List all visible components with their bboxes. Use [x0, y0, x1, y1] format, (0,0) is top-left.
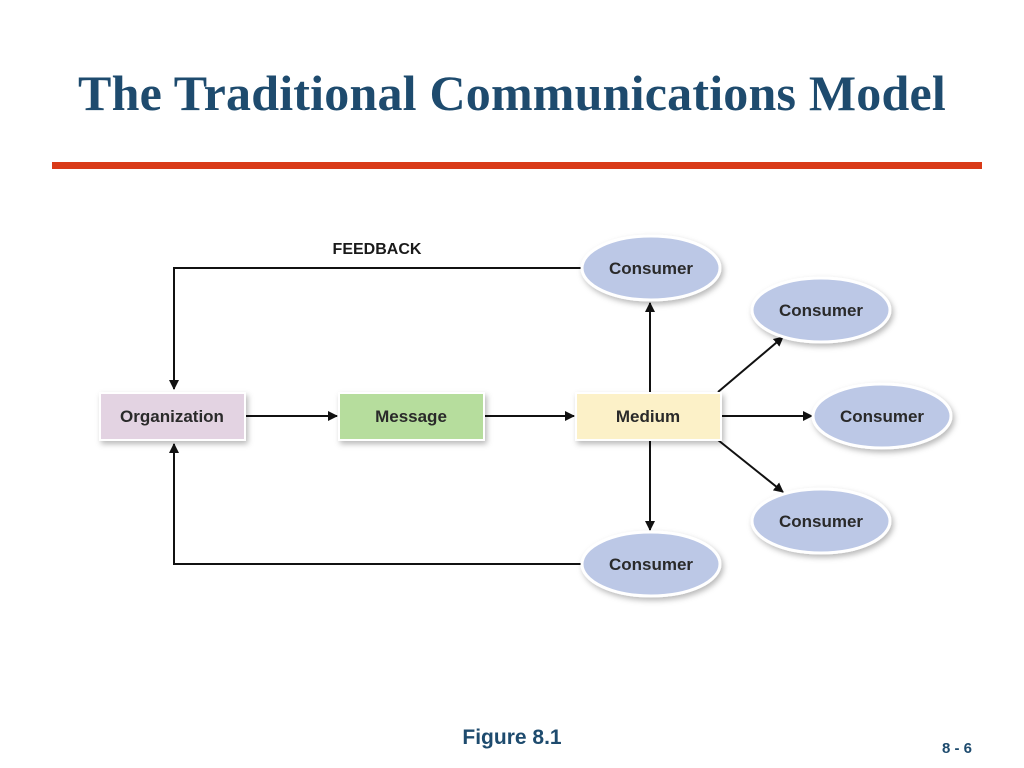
consumer-label: Consumer	[779, 512, 863, 531]
consumer-label: Consumer	[779, 301, 863, 320]
consumer-label: Consumer	[840, 407, 924, 426]
organization-node: Organization	[99, 392, 246, 441]
consumer-node-lower-right: Consumer	[750, 487, 892, 555]
consumer-label: Consumer	[609, 259, 693, 278]
feedback-label: FEEDBACK	[333, 241, 422, 258]
consumer-node-upper-right: Consumer	[750, 276, 892, 344]
arrow-medium-to-consumer-lower-right	[717, 439, 784, 493]
figure-caption: Figure 8.1	[462, 726, 562, 749]
medium-label: Medium	[616, 407, 680, 426]
consumer-node-top: Consumer	[580, 234, 722, 302]
consumer-node-right: Consumer	[811, 382, 953, 450]
message-label: Message	[375, 407, 447, 426]
consumer-label: Consumer	[609, 555, 693, 574]
page-number: 8 - 6	[941, 740, 972, 757]
medium-node: Medium	[575, 392, 722, 441]
consumer-node-bottom: Consumer	[580, 530, 722, 598]
message-node: Message	[338, 392, 485, 441]
title-rule	[52, 162, 982, 169]
feedback-path-bottom	[169, 443, 582, 565]
slide-title: The Traditional Communications Model	[78, 65, 946, 121]
organization-label: Organization	[120, 407, 224, 426]
feedback-path-top	[169, 267, 582, 390]
arrow-medium-to-consumer-upper-right	[717, 336, 784, 393]
